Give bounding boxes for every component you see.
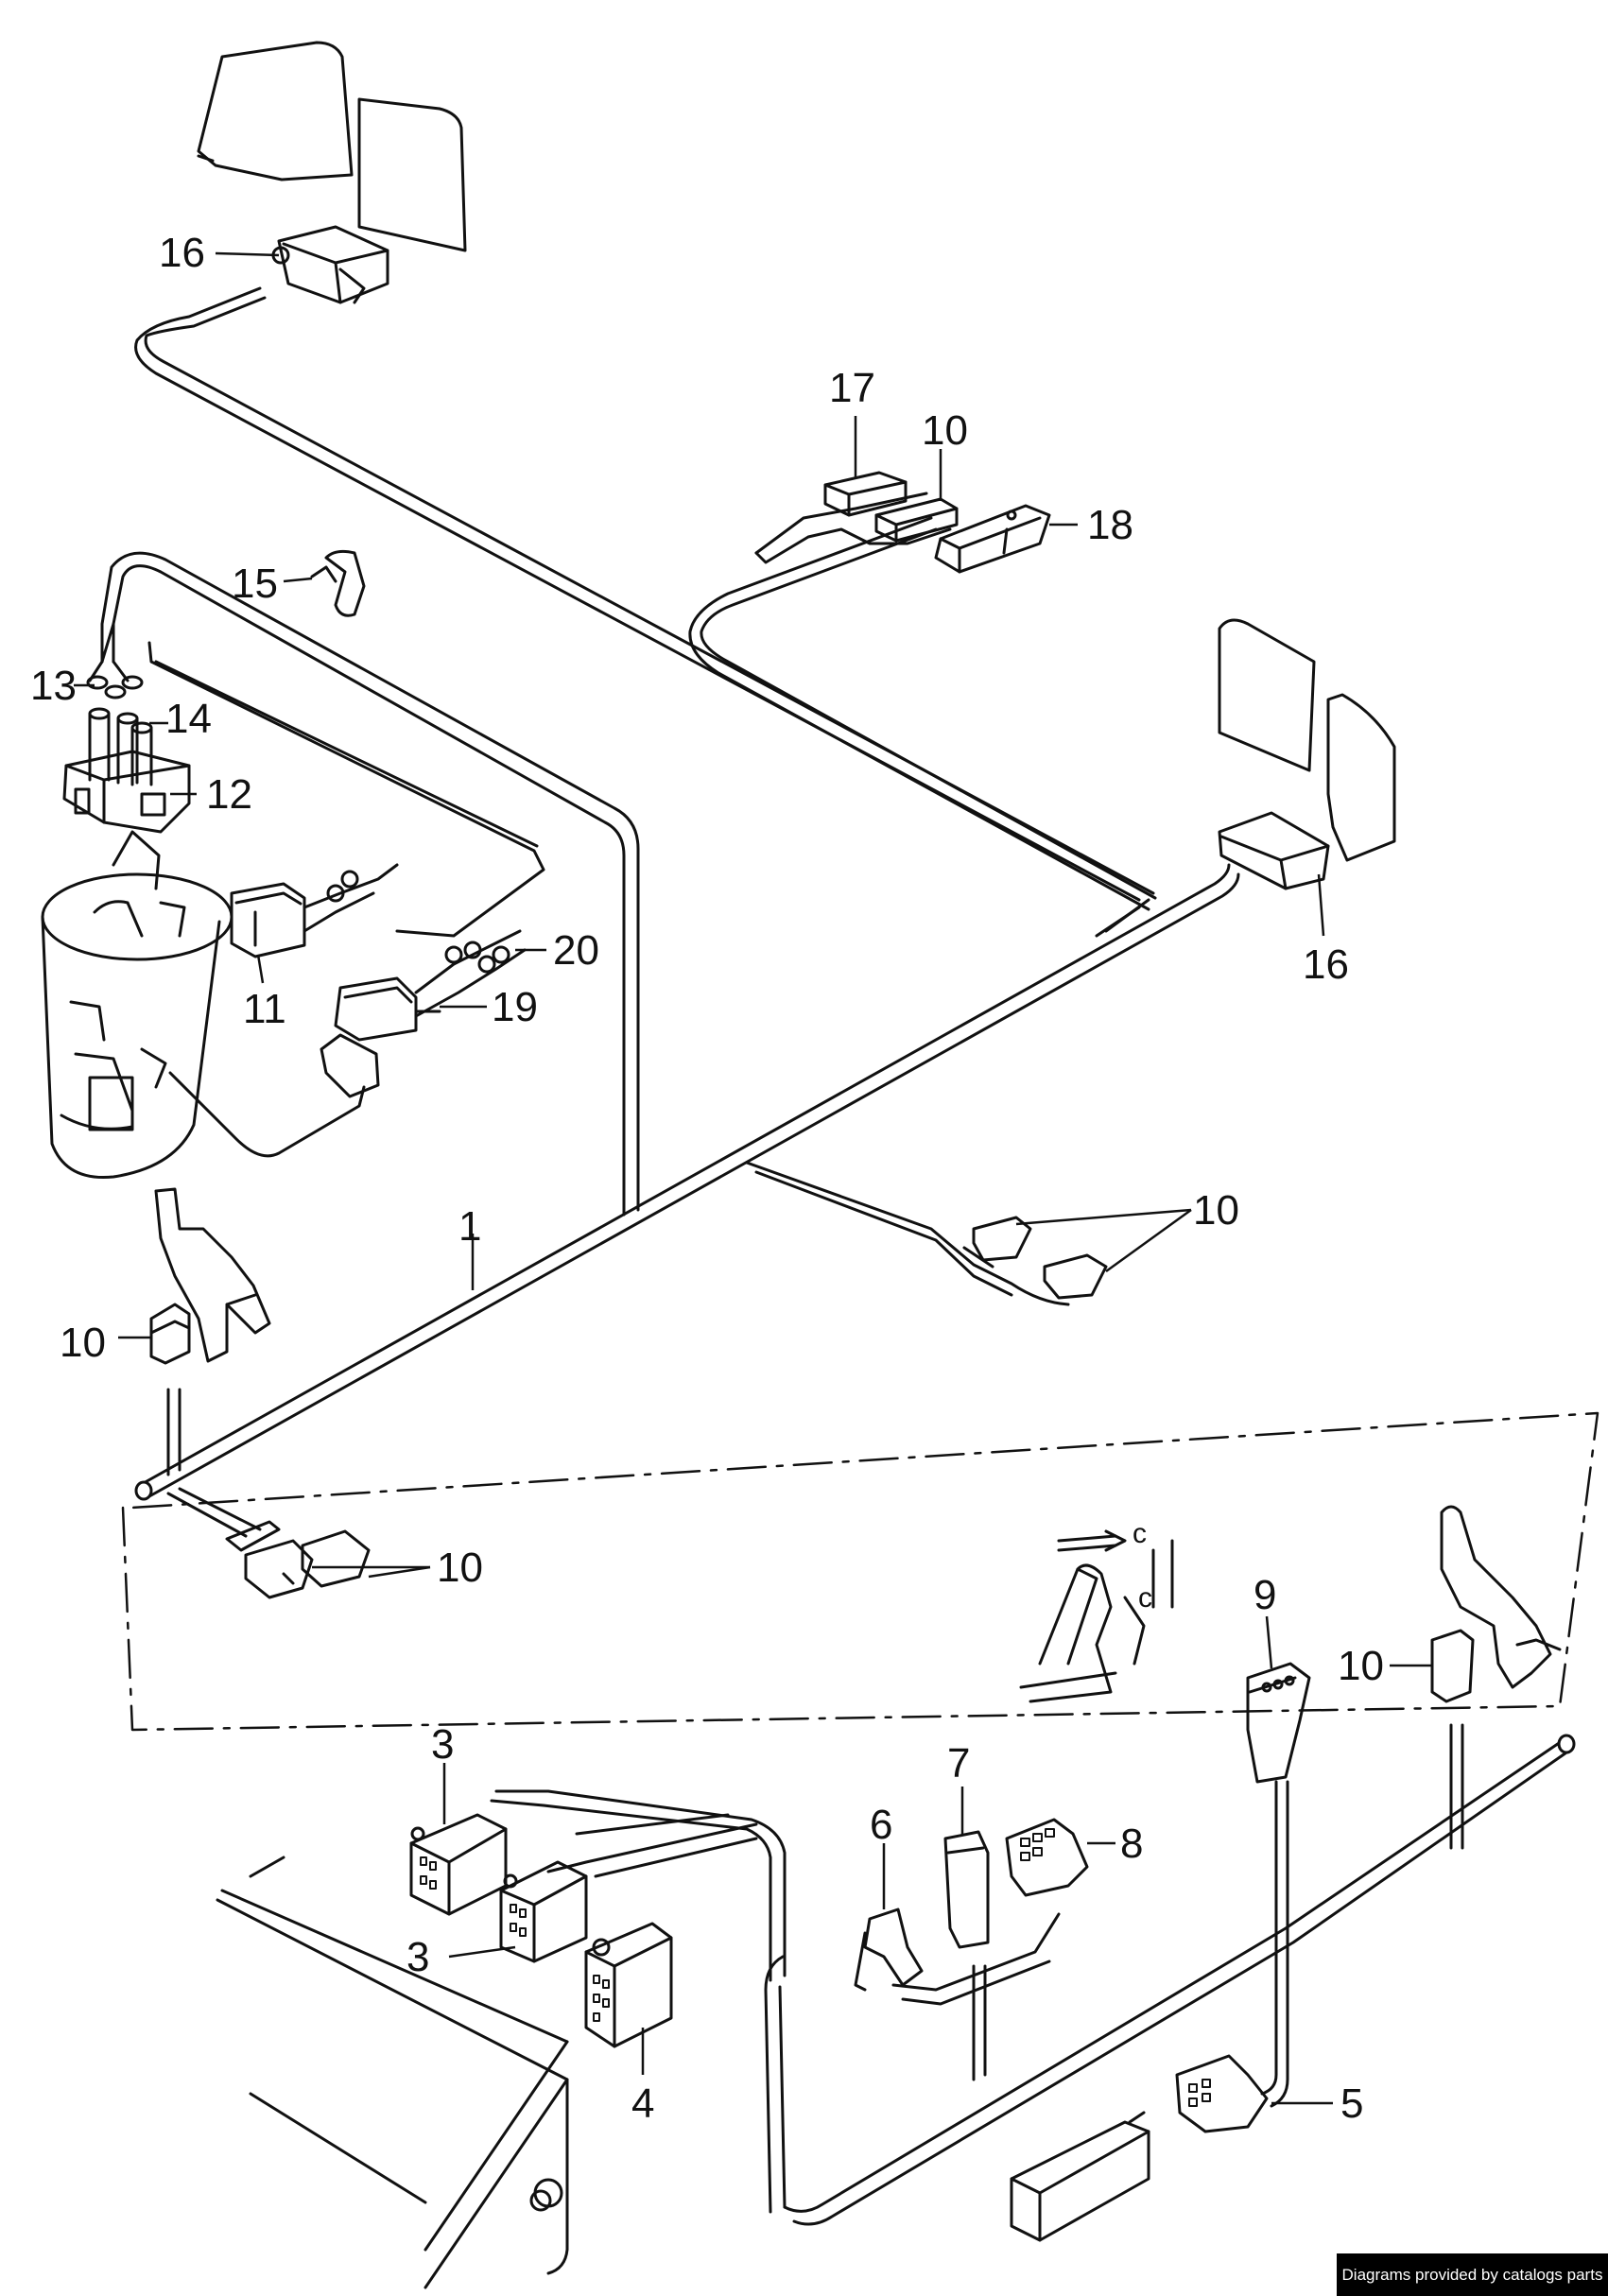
callout-11: 11 [243, 986, 286, 1032]
connector-8 [1005, 1818, 1089, 1897]
callout-4: 4 [631, 2080, 654, 2127]
callout-10-lower: 10 [437, 1545, 483, 1591]
fuse-14 [88, 707, 153, 786]
connector-6 [854, 1908, 924, 1992]
lower-harness-cable [764, 1723, 1576, 2226]
callout-19: 19 [492, 984, 538, 1030]
callout-20: 20 [553, 927, 599, 974]
callout-labels: 16 17 10 18 15 13 14 12 11 20 19 16 1 10… [30, 230, 1384, 2127]
callout-10-right: 10 [1193, 1187, 1239, 1234]
connector-11 [230, 863, 399, 958]
lower-left-box [216, 1856, 569, 2289]
relay-branch-cable [688, 492, 1157, 911]
lower-left-bundle [490, 1789, 787, 1982]
upper-cable [134, 286, 1155, 938]
callout-3-bottom: 3 [406, 1934, 429, 1980]
callout-9: 9 [1254, 1572, 1276, 1618]
callout-6: 6 [870, 1802, 892, 1848]
connector-10-right-a [972, 1216, 1032, 1262]
left-cable [88, 551, 640, 1217]
connector-4 [584, 1922, 673, 2048]
annotation-c-lower: c [1138, 1582, 1152, 1614]
connector-3-bottom [499, 1860, 588, 1963]
connector-10-left [149, 1303, 191, 1365]
callout-13: 13 [30, 663, 77, 709]
connector-3-top [409, 1813, 508, 1916]
clip-15 [310, 549, 366, 617]
callout-17: 17 [829, 365, 875, 411]
callout-15: 15 [232, 561, 278, 607]
windscreen-top-panels [197, 41, 467, 252]
callout-5: 5 [1340, 2080, 1363, 2127]
seat-icon [1019, 1529, 1174, 1703]
footer-credit: Diagrams provided by catalogs parts [1337, 2253, 1608, 2296]
callout-10-relay: 10 [922, 407, 968, 454]
main-harness-cable [134, 863, 1240, 1501]
fuel-pump-sender [41, 830, 233, 1180]
callout-10-left: 10 [60, 1320, 106, 1366]
callout-16-right: 16 [1303, 941, 1349, 988]
connector-10-far [1430, 1629, 1475, 1703]
callout-16-top: 16 [159, 230, 205, 276]
callout-3-top: 3 [431, 1721, 454, 1768]
callout-1: 1 [458, 1203, 481, 1250]
connector-10-right-b [1043, 1253, 1108, 1300]
pump-pigtail [168, 1071, 366, 1158]
connector-7 [943, 1830, 990, 1949]
callout-8: 8 [1120, 1821, 1143, 1867]
bracket-right [1440, 1505, 1562, 1689]
cable-to-connector-10-lower-2 [178, 1487, 262, 1531]
connector-9 [1246, 1662, 1311, 1784]
callout-18: 18 [1087, 502, 1133, 548]
connector-10-lower-b [301, 1529, 371, 1588]
bracket-left [154, 1187, 271, 1363]
cable-to-connector-10-lower [166, 1492, 248, 1538]
callout-7: 7 [947, 1740, 970, 1787]
connector-16-top [271, 225, 389, 304]
callout-10-far: 10 [1338, 1643, 1384, 1689]
windscreen-right-panels [1218, 618, 1396, 862]
connector-5 [1175, 2054, 1269, 2133]
pump-cover [320, 1033, 380, 1098]
leader-lines [74, 251, 1432, 2105]
connector-20 [414, 929, 527, 1018]
fuse-13 [86, 675, 144, 699]
relay-17 [823, 471, 908, 517]
relay-socket-12 [62, 750, 191, 834]
connector-19 [334, 976, 441, 1042]
connector-16-right [1218, 811, 1330, 890]
callout-14: 14 [165, 696, 212, 742]
control-module [1010, 2111, 1150, 2242]
callout-12: 12 [206, 771, 252, 818]
annotation-c-upper: c [1133, 1518, 1147, 1549]
connector-18 [934, 504, 1051, 574]
boundary-dashdot [121, 1411, 1599, 1732]
branch-right-middle [745, 1161, 1070, 1306]
